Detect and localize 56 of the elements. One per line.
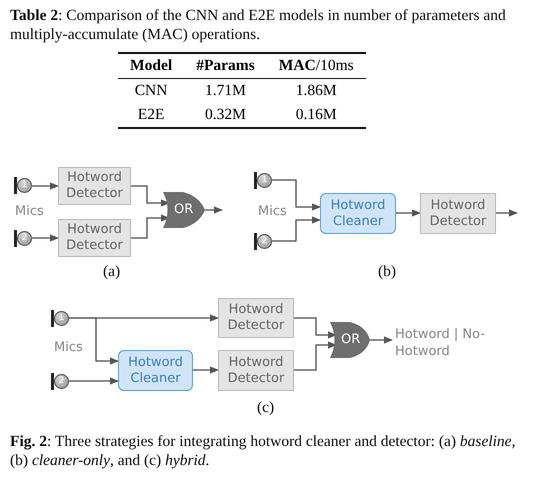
microphone-icon <box>254 172 272 189</box>
mic-number: 1 <box>54 311 69 326</box>
arrow <box>205 206 223 214</box>
mic-number: 2 <box>17 231 32 246</box>
panel-label: (b) <box>378 262 396 281</box>
microphone-icon <box>51 373 69 390</box>
arrow <box>69 377 119 385</box>
arrow <box>396 209 421 217</box>
cleaner-box: Hotword Cleaner <box>320 193 396 234</box>
table-caption: Table 2: Comparison of the CNN and E2E models in number of parameters and multiply-accumulate (MAC) operations. <box>10 6 507 44</box>
mic-number: 1 <box>17 178 32 193</box>
mic-number: 2 <box>54 374 69 389</box>
arrow <box>131 214 170 239</box>
panel-label: (a) <box>103 262 120 281</box>
table-cell: 0.32M <box>184 103 267 128</box>
arrow <box>193 366 219 374</box>
arrow <box>294 317 337 339</box>
table-cell: CNN <box>118 78 184 103</box>
detector-box: Hotword Detector <box>58 167 131 205</box>
mics-label: Mics <box>15 204 44 219</box>
table-cell: E2E <box>118 103 184 128</box>
table-cell: 1.71M <box>184 78 267 103</box>
or-gate <box>330 322 370 358</box>
mic-number: 1 <box>257 173 272 188</box>
figure-caption: Fig. 2: Three strategies for integrating hotword cleaner and detector: (a) baseline, (b) cleaner-only, and (c) hybrid. <box>10 432 516 470</box>
table-cell: 1.86M <box>266 78 366 103</box>
arrow <box>131 185 170 207</box>
or-gate <box>163 192 205 228</box>
panel-label: (c) <box>257 398 274 417</box>
cleaner-box: Hotword Cleaner <box>118 350 193 391</box>
gate-label: OR <box>174 201 194 219</box>
microphone-icon <box>254 233 272 250</box>
arrow <box>294 341 337 371</box>
detector-box: Hotword Detector <box>58 219 131 257</box>
mic-number: 2 <box>257 234 272 249</box>
arrow <box>69 317 119 365</box>
detector-box: Hotword Detector <box>218 350 294 391</box>
detector-box: Hotword Detector <box>420 193 496 234</box>
header-cell: #Params <box>184 53 267 78</box>
arrow <box>32 234 59 242</box>
detector-box: Hotword Detector <box>218 298 294 338</box>
table-cell: 0.16M <box>266 103 366 128</box>
microphone-icon <box>14 230 32 247</box>
header-cell: Model <box>118 53 184 78</box>
mics-label: Mics <box>54 340 83 355</box>
header-cell: MAC/10ms <box>266 53 366 78</box>
output-label: Hotword | No-Hotword <box>395 325 495 361</box>
microphone-icon <box>51 310 69 327</box>
arrow <box>496 209 518 217</box>
arrow <box>370 336 393 344</box>
gate-label: OR <box>341 331 360 349</box>
mics-label: Mics <box>258 204 287 219</box>
arrow <box>272 179 321 211</box>
arrow <box>272 216 321 242</box>
arrow <box>32 182 59 190</box>
microphone-icon <box>14 177 32 194</box>
